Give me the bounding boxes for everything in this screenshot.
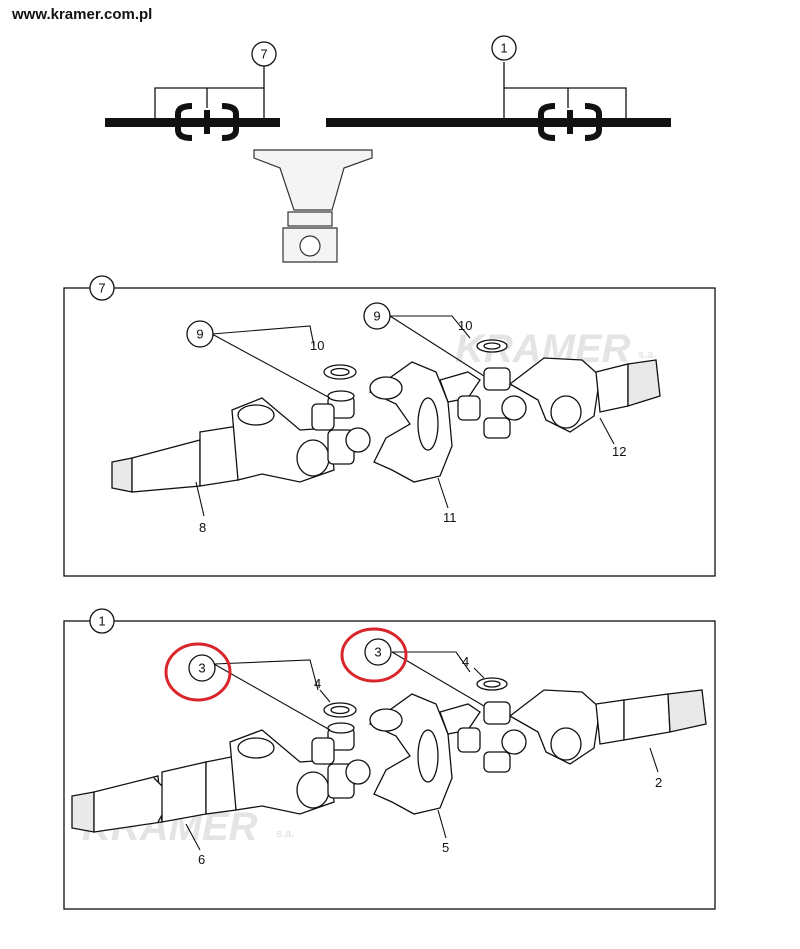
label-4-right: 4 [462,654,469,669]
spider-left-bottom [311,702,371,799]
panel-7-id: 7 [98,281,105,296]
overview-schematic: 7 1 [105,35,671,263]
panel-1-id-circle [89,608,115,634]
label-9-left: 9 [196,327,203,342]
callout-1-circle [491,35,517,61]
label-3-left: 3 [198,661,205,676]
label-5: 5 [442,840,449,855]
callout-7-circle [251,41,277,67]
panel-1-frame [63,620,716,910]
panel-1: 1 KRAMER s.a. [63,608,716,910]
label-10-right: 10 [458,318,472,333]
callout-7-label: 7 [260,47,267,62]
callout-1-label: 1 [500,41,507,56]
shaft-2 [508,689,707,765]
svg-text:s.a.: s.a. [276,828,294,840]
panel-1-id: 1 [98,614,105,629]
label-11: 11 [443,510,457,525]
shaft-8 [111,397,335,493]
site-url[interactable]: www.kramer.com.pl [12,6,153,23]
shaft-6 [71,729,335,833]
label-8: 8 [199,520,206,535]
label-9-right: 9 [373,309,380,324]
highlight-3-left [164,642,232,702]
spider-left-top [311,364,371,465]
center-yoke-11 [368,361,481,483]
label-2: 2 [655,775,662,790]
label-4-left: 4 [314,676,321,691]
shaft-12 [508,357,661,433]
left-joint-symbol [175,103,239,141]
svg-text:s.a.: s.a. [638,349,656,361]
spider-right-top [457,339,527,439]
panel-7-frame [63,287,716,577]
label-12: 12 [612,444,626,459]
highlight-3-right [340,627,408,683]
spider-right-bottom [457,677,527,773]
label-3-right: 3 [374,645,381,660]
label-6: 6 [198,852,205,867]
panel-7: 7 KRAMER s.a. [63,275,716,577]
center-yoke-5 [368,693,481,815]
label-10-left: 10 [310,338,324,353]
panel-7-id-circle [89,275,115,301]
right-joint-symbol [538,103,602,141]
